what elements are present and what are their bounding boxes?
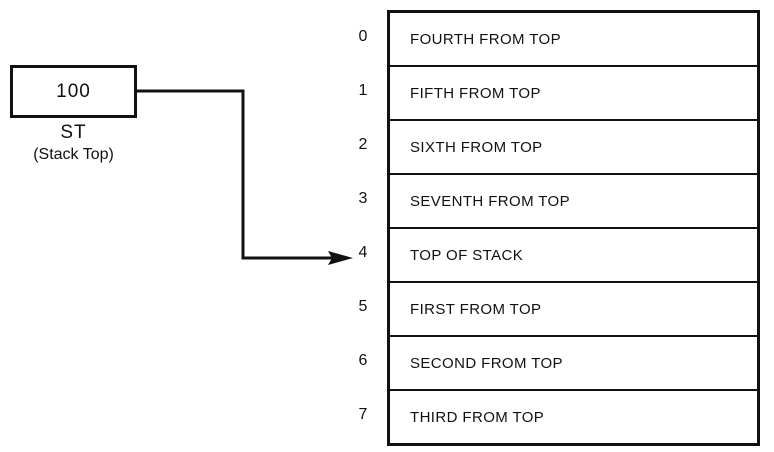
stack-row-top-of-stack: TOP OF STACK: [390, 229, 757, 283]
stack-index: 4: [358, 244, 368, 261]
stack-row: THIRD FROM TOP: [390, 391, 757, 443]
stack-top-register-box: 100: [10, 65, 137, 118]
stack-row: FIRST FROM TOP: [390, 283, 757, 337]
stack-row: SEVENTH FROM TOP: [390, 175, 757, 229]
stack-index: 6: [358, 352, 368, 369]
register-caption: ST (Stack Top): [0, 121, 147, 165]
stack-row-label: FIRST FROM TOP: [410, 300, 542, 318]
stack-table: FOURTH FROM TOP FIFTH FROM TOP SIXTH FRO…: [387, 10, 760, 446]
stack-index-column: 0 1 2 3 4 5 6 7: [348, 10, 378, 442]
stack-row-label: TOP OF STACK: [410, 246, 524, 264]
register-name-label: ST: [60, 122, 87, 143]
stack-index: 3: [358, 190, 368, 207]
stack-index: 7: [358, 406, 368, 423]
stack-row-label: FIFTH FROM TOP: [410, 84, 541, 102]
stack-row: SIXTH FROM TOP: [390, 121, 757, 175]
stack-row: FOURTH FROM TOP: [390, 13, 757, 67]
stack-index: 2: [358, 136, 368, 153]
stack-index: 5: [358, 298, 368, 315]
stack-index: 0: [358, 28, 368, 45]
stack-row-label: SEVENTH FROM TOP: [410, 192, 571, 210]
stack-top-register-value: 100: [56, 80, 91, 102]
stack-index: 1: [358, 82, 368, 99]
stack-row: FIFTH FROM TOP: [390, 67, 757, 121]
stack-row-label: FOURTH FROM TOP: [410, 30, 562, 48]
register-description-label: (Stack Top): [33, 145, 114, 163]
stack-row: SECOND FROM TOP: [390, 337, 757, 391]
stack-row-label: THIRD FROM TOP: [410, 408, 545, 426]
stack-row-label: SIXTH FROM TOP: [410, 138, 543, 156]
stack-row-label: SECOND FROM TOP: [410, 354, 563, 372]
